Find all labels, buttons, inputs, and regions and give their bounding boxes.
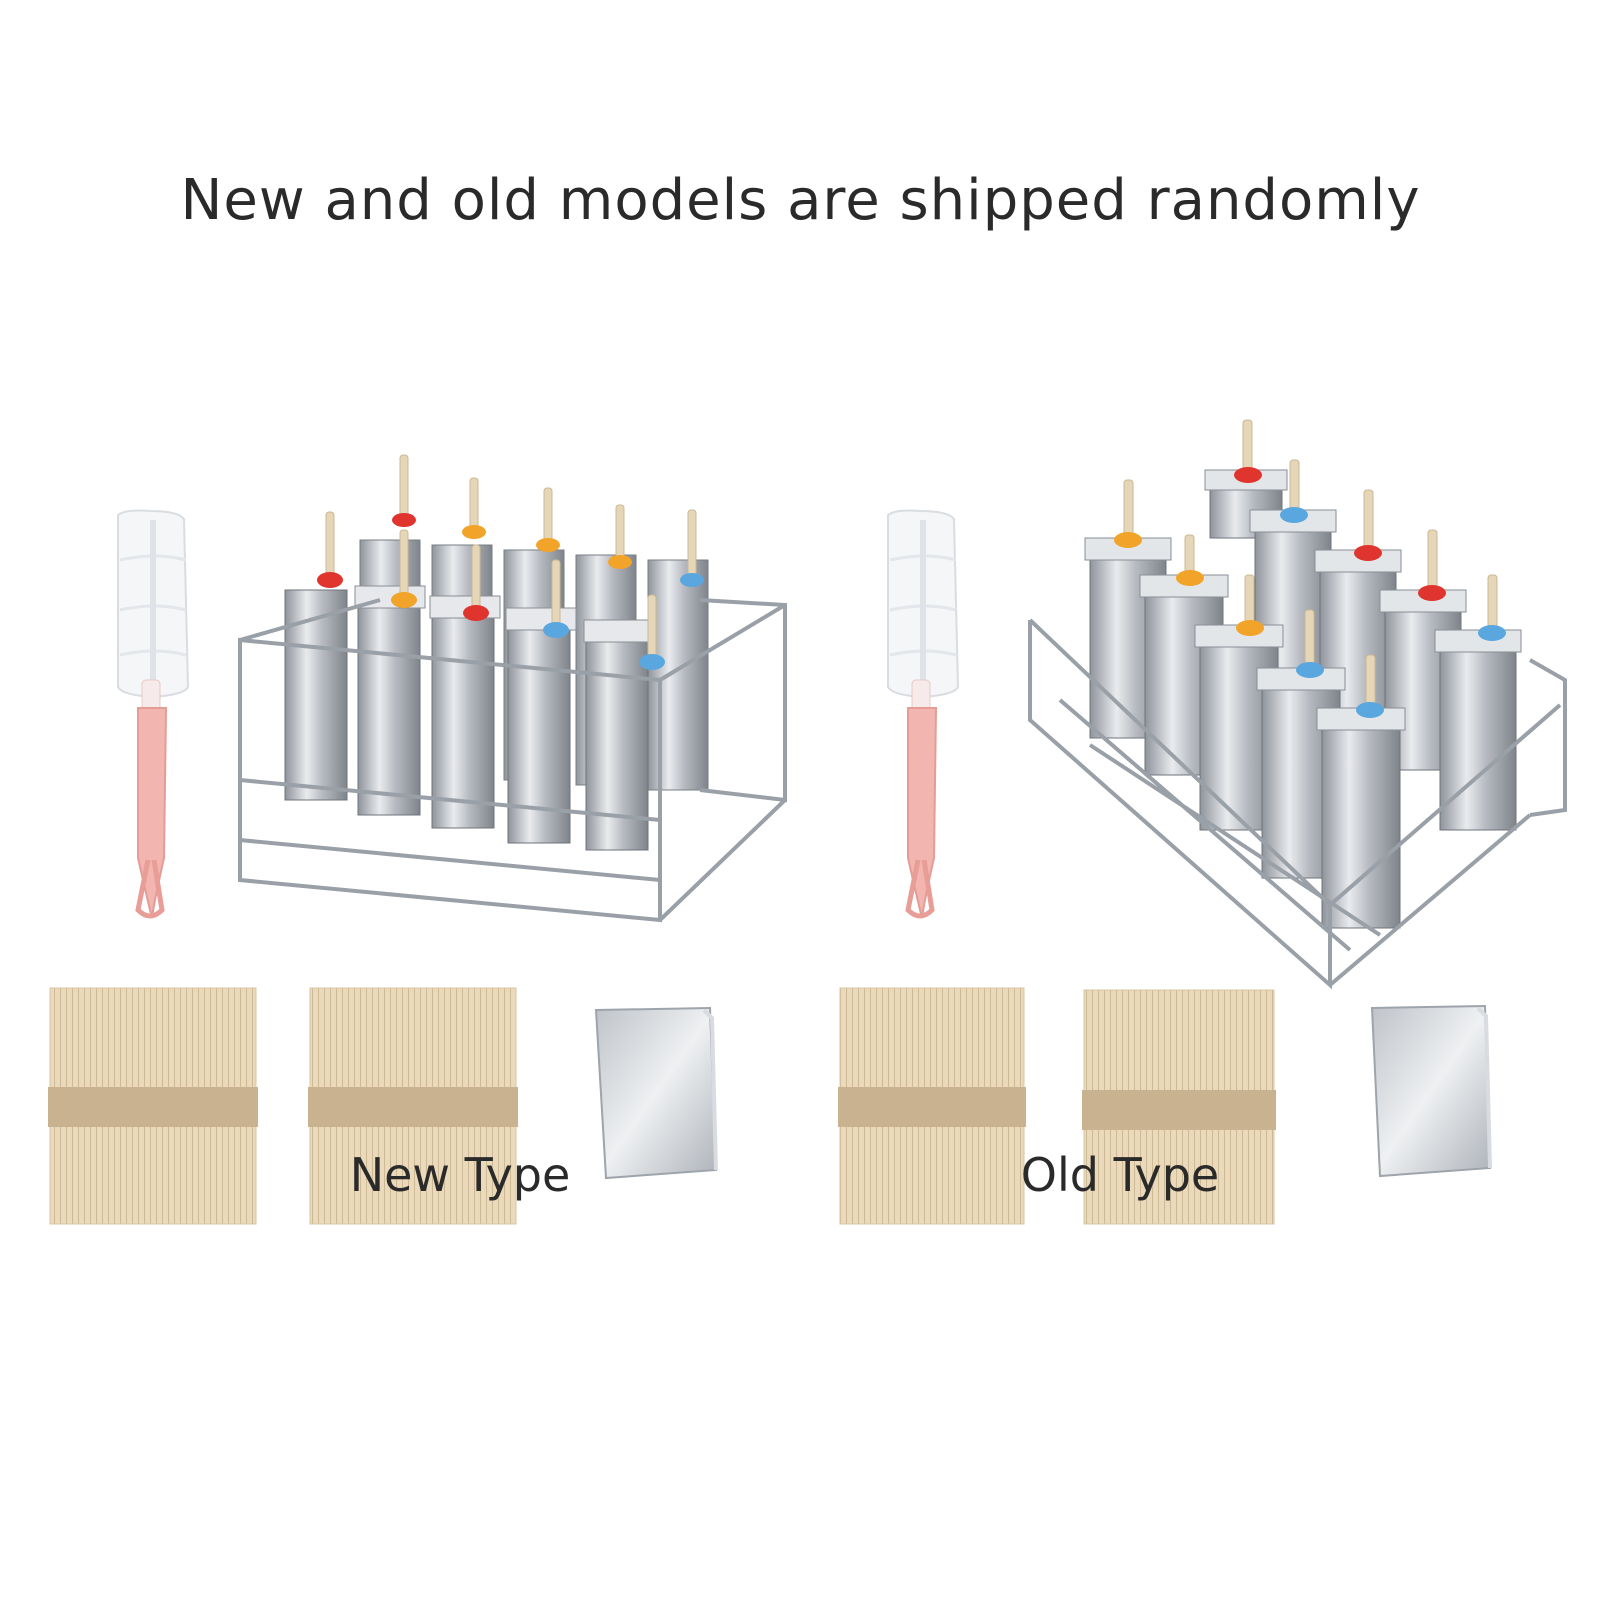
- brush-new: [117, 509, 190, 919]
- sticks-bundle-new-1: [48, 987, 258, 1225]
- bags-pack-old: [1370, 1004, 1492, 1178]
- new-type-label: New Type: [349, 1148, 571, 1202]
- sticks-bundle-old-1: [838, 987, 1026, 1225]
- old-type-label: Old Type: [1020, 1148, 1220, 1202]
- bags-pack-new: [594, 1006, 718, 1180]
- sticks-bundle-new-2: [308, 987, 518, 1225]
- brush-old: [887, 509, 960, 919]
- mold-rack-new: [238, 454, 787, 923]
- mold-rack-old: [1028, 419, 1567, 990]
- sticks-bundle-old-2: [1082, 989, 1276, 1225]
- page-heading: New and old models are shipped randomly: [180, 168, 1421, 233]
